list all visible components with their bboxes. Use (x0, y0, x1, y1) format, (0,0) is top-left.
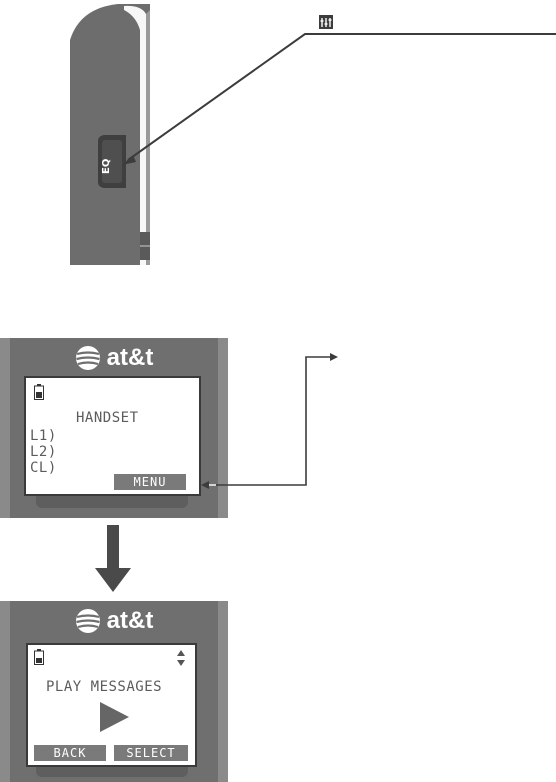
housing-edge-left (0, 601, 10, 782)
lcd-title: PLAY MESSAGES (46, 679, 163, 695)
handset-idle-screen: at&t HANDSET L1) L2) CL) MENU (0, 338, 228, 518)
callout-arrowhead (122, 155, 136, 165)
lcd-display: HANDSET L1) L2) CL) MENU (24, 376, 201, 496)
menu-callout-connector (201, 353, 338, 489)
brand-logo: at&t (0, 607, 228, 635)
line-status-1: L1) (30, 428, 57, 444)
eq-key[interactable] (98, 135, 126, 188)
back-softkey[interactable]: BACK (34, 745, 106, 761)
brand-name: at&t (106, 607, 154, 634)
lcd-display: PLAY MESSAGES BACK SELECT (26, 643, 197, 767)
menu-softkey[interactable]: MENU (114, 474, 186, 490)
housing-edge-right (218, 338, 228, 518)
scroll-arrows-icon (177, 650, 185, 666)
housing-edge-right (218, 601, 228, 782)
call-log-status: CL) (30, 460, 57, 476)
housing-edge-left (0, 338, 10, 518)
brand-name: at&t (106, 344, 154, 371)
select-softkey[interactable]: SELECT (114, 745, 188, 761)
handset-side-drawing (70, 4, 556, 266)
att-globe-icon (75, 346, 100, 370)
lcd-bezel-bottom (36, 496, 188, 508)
handset-menu-screen: at&t PLAY MESSAGES BACK SELECT (0, 601, 228, 782)
brand-logo: at&t (0, 344, 228, 372)
transition-down-arrow (95, 525, 131, 592)
att-globe-icon (75, 609, 100, 633)
line-status-2: L2) (30, 444, 57, 460)
eq-sliders-icon (319, 15, 333, 29)
callout-line (127, 33, 556, 161)
play-icon (100, 702, 129, 732)
battery-icon (34, 649, 44, 665)
handset-side-view: EQ (0, 0, 556, 270)
lcd-bezel-bottom (36, 767, 188, 777)
battery-icon (34, 384, 44, 400)
lcd-title: HANDSET (76, 410, 139, 426)
